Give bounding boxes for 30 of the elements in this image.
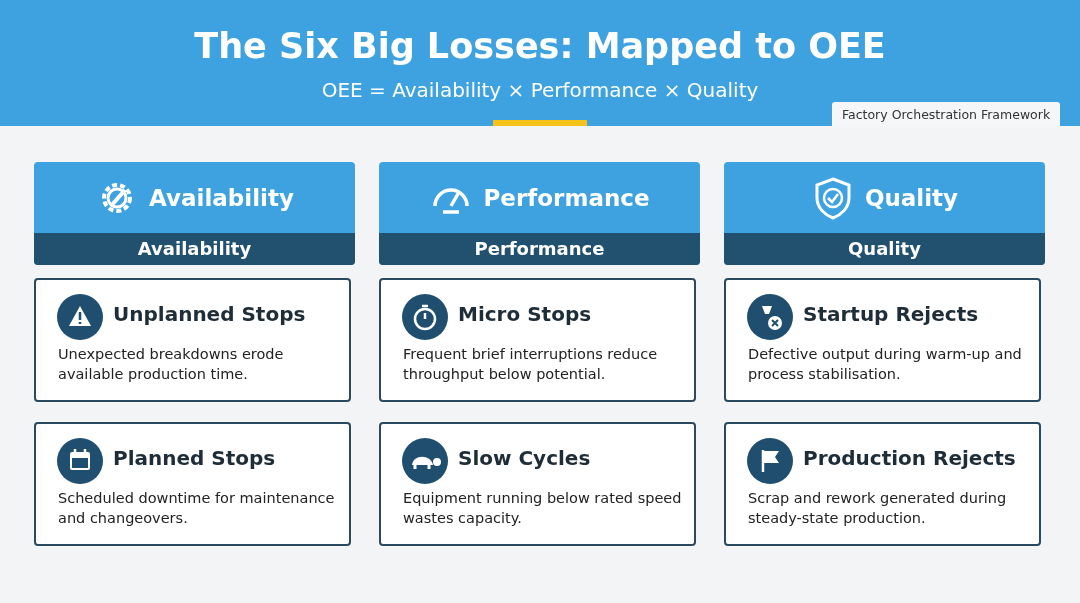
card-description: Frequent brief interruptions reduce throughput below potential. [403,345,659,384]
category-title: Quality [864,184,959,211]
title: The Six Big Losses: Mapped to OEE [193,26,887,66]
card-title: Unplanned Stops [113,302,306,326]
loss-card [379,422,696,546]
category-title: Performance [483,184,650,211]
loss-card [724,422,1041,546]
card-title: Slow Cycles [458,446,591,470]
category-header [34,162,355,265]
category-header [379,162,700,265]
category-band: Quality [724,233,1045,265]
card-title: Production Rejects [803,446,1016,470]
card-description: Equipment running below rated speed wastes capacity. [403,489,683,528]
card-description: Unexpected breakdowns erode available production time. [58,345,285,384]
card-title: Planned Stops [113,446,276,470]
card-description: Scheduled downtime for maintenance and changeovers. [58,489,336,528]
loss-card [34,422,351,546]
loss-card [34,278,351,402]
formula-subtitle: OEE = Availability × Performance × Quality [320,78,760,102]
category-title: Availability [149,184,294,211]
loss-card [724,278,1041,402]
category-header [724,162,1045,265]
card-description: Defective output during warm-up and process stabilisation. [748,345,1023,384]
category-band: Performance [379,233,700,265]
category-band: Availability [34,233,355,265]
tagline-badge: Factory Orchestration Framework [832,102,1061,127]
loss-card [379,278,696,402]
card-title: Micro Stops [458,302,592,326]
card-title: Startup Rejects [803,302,979,326]
card-description: Scrap and rework generated during steady-state production. [748,489,1008,528]
